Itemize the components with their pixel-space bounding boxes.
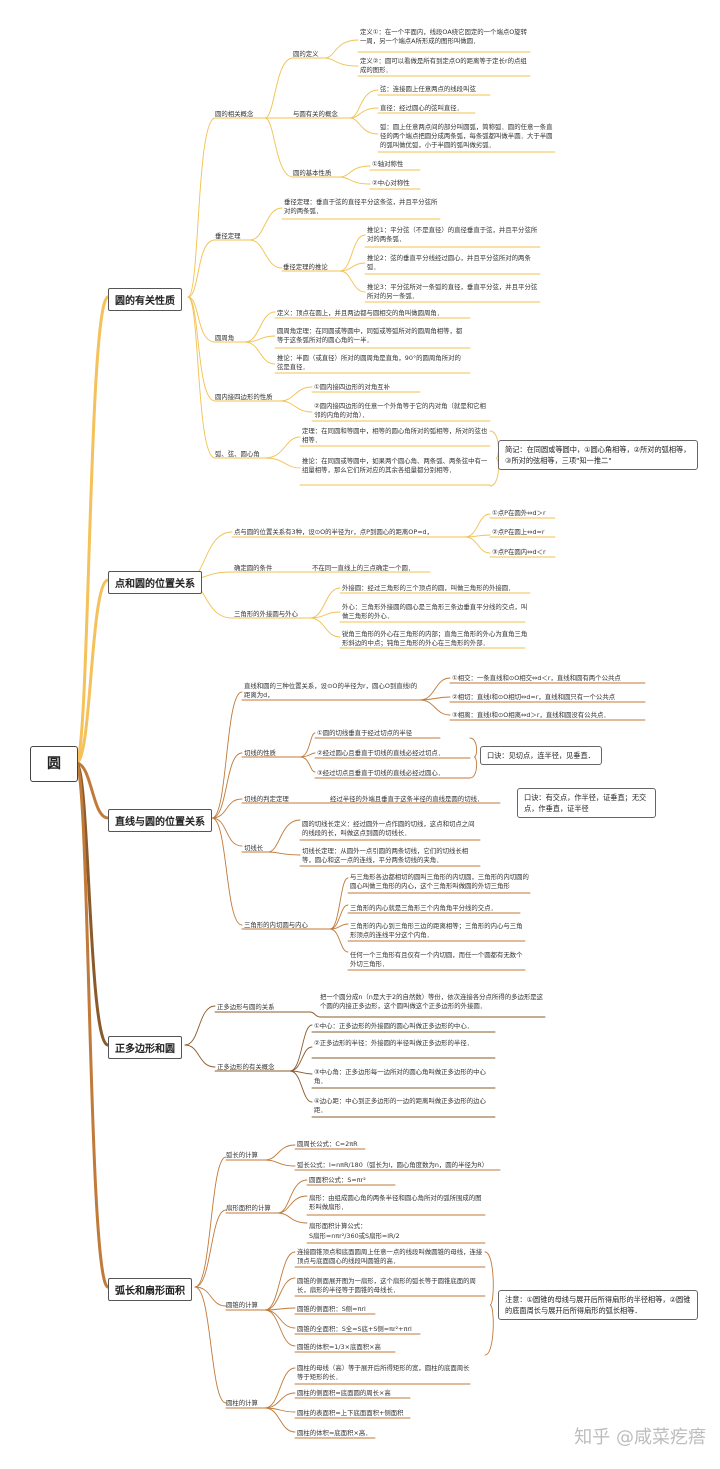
node-def-1: 定义①：在一个平面内，线段OA绕它固定的一个端点O旋转一周，另一个端点A所形成的…	[360, 28, 528, 46]
node-tp-1: ①圆的切线垂直于经过切点的半径	[317, 729, 413, 737]
node-central-angle: ③中心角：正多边形每一边所对的圆心角叫做正多边形的中心角．	[314, 1068, 486, 1086]
node-cone-net: 圆锥的侧面展开图为一扇形，这个扇形的弧长等于圆锥底面的周长，扇形的半径等于圆锥的…	[297, 1277, 476, 1295]
node-sector-area[interactable]: 扇形面积的计算	[226, 1204, 271, 1212]
note-tangent-mnemonic: 口诀：见切点，连半径，见垂直．	[480, 746, 602, 765]
root-node[interactable]: 圆	[30, 746, 78, 782]
node-cq-1: ①圆内接四边形的对角互补	[314, 383, 391, 391]
node-separate: ③相离：直线l和⊙O相离⇔d＞r，直线和圆没有公共点．	[452, 711, 610, 719]
node-perpendicular-diameter[interactable]: 垂径定理	[215, 232, 241, 240]
node-incircle[interactable]: 三角形的内切圆与内心	[244, 921, 308, 929]
node-central-symmetry: ②中心对称性	[372, 179, 410, 187]
node-tangent-criterion[interactable]: 切线的判定定理	[244, 795, 289, 803]
node-arc-chord-angle[interactable]: 弧、弦、圆心角	[215, 450, 260, 458]
node-three-points: 不在同一直线上的三点确定一个圆．	[312, 564, 415, 572]
note-criterion-mnemonic: 口诀：有交点，作半径，证垂直；无交点，作垂直，证半径	[517, 788, 656, 818]
node-pd-corollary[interactable]: 垂径定理的推论	[283, 263, 328, 271]
node-cq-2: ②圆内接四边形的任意一个外角等于它的内对角（就是和它相邻的内角的对角）．	[314, 402, 486, 420]
node-tp-3: ③经过切点且垂直于切线的直线必经过圆心．	[317, 769, 445, 777]
node-axial-symmetry: ①轴对称性	[372, 160, 404, 168]
node-tl-theorem: 切线长定理：从圆外一点引圆的两条切线，它们的切线长相等，圆心和这一点的连线，平分…	[302, 847, 469, 865]
node-incenter-distance: 三角形的内心到三角形三边的距离相等；三角形的内心与三角形顶点的连线平分这个内角．	[350, 922, 523, 940]
node-radius: ②正多边形的半径：外接圆的半径叫做正多边形的半径．	[314, 1039, 474, 1047]
node-chord: 弦：连接圆上任意两点的线段叫弦	[380, 85, 476, 93]
node-diameter: 直径：经过圆心的弦叫直径．	[380, 104, 464, 112]
node-center: ①中心：正多边形的外接圆的圆心叫做正多边形的中心．	[314, 1022, 474, 1030]
node-circle-definition[interactable]: 圆的定义	[293, 50, 319, 58]
node-cone[interactable]: 圆锥的计算	[226, 1301, 258, 1309]
node-cyclic-quadrilateral[interactable]: 圆内接四边形的性质	[215, 393, 273, 401]
node-sector-formula: S扇形=nπr²/360或S扇形=lR/2	[309, 1232, 400, 1240]
node-circumcenter-def: 外心：三角形外接圆的圆心是三角形三条边垂直平分线的交点，叫做三角形的外心．	[342, 603, 528, 621]
node-incenter-bisectors: 三角形的内心就是三角形三个内角角平分线的交点．	[350, 904, 497, 912]
node-point-outside: ①点P在圆外⇔d＞r	[492, 509, 546, 517]
node-line-position[interactable]: 直线和圆的三种位置关系，设⊙O的半径为r，圆心O到直线l的距离为d，	[244, 682, 418, 700]
branch-line-circle[interactable]: 直线与圆的位置关系	[108, 809, 212, 832]
node-tl-definition: 圆的切线长定义：经过圆外一点作圆的切线，这点和切点之间的线段的长，叫做这点到圆的…	[302, 820, 475, 838]
node-determine-circle[interactable]: 确定圆的条件	[234, 564, 273, 572]
node-corollary-1: 推论1：平分弦（不是直径）的直径垂直于弦，并且平分弦所对的两条弧．	[367, 226, 538, 244]
node-cylinder[interactable]: 圆柱的计算	[226, 1399, 258, 1407]
watermark: 知乎 @咸菜疙瘩	[574, 1427, 706, 1448]
node-incircle-unique: 任何一个三角形有且仅有一个内切圆，而任一个圆都有无数个外切三角形．	[350, 951, 523, 969]
node-aca-corollary: 推论：在同圆或等圆中，如果两个圆心角、两条弧、两条弦中有一组量相等，那么它们所对…	[302, 457, 488, 475]
node-cylinder-lateral: 圆柱的侧面积=底面圆的周长×高	[297, 1389, 391, 1397]
node-cone-slant: 连接圆锥顶点和底面圆周上任意一点的线段叫做圆锥的母线，连接顶点与底面圆心的线段叫…	[297, 1248, 483, 1266]
node-circumcircle[interactable]: 三角形的外接圆与外心	[234, 610, 298, 618]
node-point-inside: ③点P在圆内⇔d＜r	[492, 548, 546, 556]
node-tangent-length[interactable]: 切线长	[244, 844, 264, 852]
node-sector-formula-label: 扇形面积计算公式：	[309, 1222, 367, 1230]
node-tc-theorem: 经过半径的外端且垂直于这条半径的直线是圆的切线．	[330, 795, 484, 803]
branch-point-circle[interactable]: 点和圆的位置关系	[108, 571, 202, 594]
node-point-on: ②点P在圆上⇔d=r	[492, 528, 545, 536]
node-corollary-2: 推论2：弦的垂直平分线经过圆心，并且平分弦所对的两条弧．	[367, 254, 531, 272]
node-circumference: 圆周长公式：C=2πR	[297, 1140, 358, 1148]
node-ia-corollary: 推论：半圆（或直径）所对的圆周角是直角，90°的圆周角所对的弦是直径．	[277, 354, 461, 372]
branch-arc-sector[interactable]: 弧长和扇形面积	[108, 1278, 192, 1301]
node-intersect: ①相交：一条直线和⊙O相交⇔d＜r，直线和圆有两个公共点	[452, 674, 621, 682]
node-ia-theorem: 圆周角定理：在同圆或等圆中，同弧或等弧所对的圆周角相等，都等于这条弧所对的圆心角…	[277, 327, 463, 345]
node-arc: 弧：圆上任意两点间的部分叫圆弧，简称弧．圆的任意一条直径的两个端点把圆分成两条弧…	[380, 123, 553, 150]
node-arc-length[interactable]: 弧长的计算	[226, 1151, 258, 1159]
node-related-concepts[interactable]: 与圆有关的概念	[293, 110, 338, 118]
node-point-position[interactable]: 点与圆的位置关系有3种，设⊙O的半径为r，点P到圆心的距离OP=d，	[234, 528, 433, 536]
node-tangent-properties[interactable]: 切线的性质	[244, 749, 276, 757]
node-sector-def: 扇形：由组成圆心角的两条半径和圆心角所对的弧所围成的图形叫做扇形．	[309, 1194, 482, 1212]
note-aca-summary: 简记：在同圆或等圆中，①圆心角相等，②所对的弧相等，③所对的弦相等，三项"知一推…	[498, 440, 698, 470]
node-cylinder-surface: 圆柱的表面积=上下底面面积+侧面积	[297, 1409, 404, 1417]
branch-regular-polygon[interactable]: 正多边形和圆	[108, 1036, 182, 1059]
node-circle-concepts[interactable]: 圆的相关概念	[215, 110, 254, 118]
node-cone-volume: 圆锥的体积=1/3×底面积×高	[297, 1343, 381, 1351]
node-circumcenter-position: 锐角三角形的外心在三角形的内部；直角三角形的外心为直角三角形斜边的中点；钝角三角…	[342, 630, 528, 648]
node-aca-theorem: 定理：在同圆和等圆中，相等的圆心角所对的弧相等，所对的弦也相等．	[302, 427, 488, 445]
note-cone: 注意：①圆锥的母线与展开后所得扇形的半径相等，②圆锥的底面周长与展开后所得扇形的…	[498, 1290, 698, 1320]
node-corollary-3: 推论3：平分弦所对一条弧的直径，垂直平分弦，并且平分弦所对的另一条弧．	[367, 283, 538, 301]
branch-circle-properties[interactable]: 圆的有关性质	[108, 288, 182, 311]
node-cone-lateral: 圆锥的侧面积：S侧=πrl	[297, 1305, 366, 1313]
node-arc-formula: 弧长公式：l=nπR/180（弧长为l，圆心角度数为n，圆的半径为R）	[297, 1161, 489, 1169]
node-pd-theorem: 垂径定理：垂直于弦的直径平分这条弦，并且平分弦所对的两条弧．	[284, 198, 438, 216]
node-cylinder-volume: 圆柱的体积=底面积×高．	[297, 1429, 372, 1437]
node-inscribed-angle[interactable]: 圆周角	[215, 334, 235, 342]
node-circle-area: 圆面积公式：S=πr²	[309, 1176, 366, 1184]
node-tangent: ②相切：直线l和⊙O相切⇔d=r，直线和圆只有一个公共点	[452, 693, 616, 701]
node-def-2: 定义②：圆可以看做是所有到定点O的距离等于定长r的点组成的图形．	[360, 57, 527, 75]
node-ia-definition: 定义：顶点在圆上，并且两边都与圆相交的角叫做圆周角．	[277, 309, 444, 317]
node-cylinder-net: 圆柱的母线（高）等于展开后所得矩形的宽，圆柱的底面周长等于矩形的长．	[297, 1364, 470, 1382]
node-incircle-def: 与三角形各边都相切的圆叫三角形的内切圆，三角形的内切圆的圆心叫做三角形的内心，这…	[350, 873, 529, 891]
node-basic-properties[interactable]: 圆的基本性质	[293, 169, 332, 177]
node-pcr-text: 把一个圆分成n（n是大于2的自然数）等份，依次连接各分点所得的多边形是这个圆的内…	[320, 993, 544, 1011]
node-tp-2: ②经过圆心且垂直于切线的直线必经过切点．	[317, 749, 445, 757]
node-polygon-circle-relation[interactable]: 正多边形与圆的关系	[217, 1003, 275, 1011]
node-polygon-concepts[interactable]: 正多边形的有关概念	[217, 1063, 275, 1071]
node-circumcircle-def: 外接圆：经过三角形的三个顶点的圆，叫做三角形的外接圆．	[342, 584, 515, 592]
node-cone-total: 圆锥的全面积：S全=S底+S侧=πr²+πrl	[297, 1325, 412, 1333]
node-apothem: ④边心距：中心到正多边形的一边的距离叫做正多边形的边心距．	[314, 1097, 486, 1115]
